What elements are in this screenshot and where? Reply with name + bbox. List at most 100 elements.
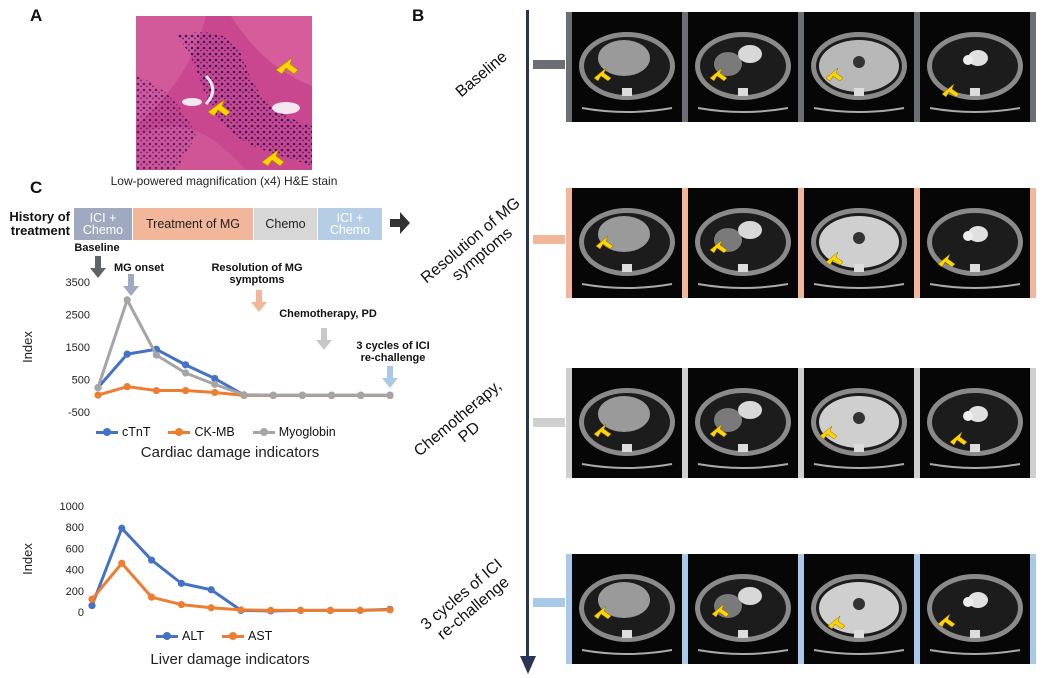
legend-ckmb-label: CK-MB [194, 425, 235, 439]
cardiac-data-point-myoglobin [152, 351, 160, 359]
liver-data-point-alt [207, 586, 215, 594]
timeline-continue-arrow-icon [390, 212, 410, 234]
legend-ckmb-marker [168, 427, 191, 437]
cardiac-data-point-myoglobin [123, 296, 131, 304]
history-of-treatment-label: History of treatment [9, 209, 70, 238]
cardiac-data-point-ck-mb [182, 386, 190, 395]
legend-alt-marker [156, 631, 178, 641]
ct-timeline-arrow [520, 10, 536, 674]
ct-scan-image [920, 368, 1030, 478]
liver-data-point-ast [88, 595, 96, 603]
legend-myoglobin-label: Myoglobin [278, 425, 336, 439]
ct-scan-image [688, 188, 798, 298]
timeline-segment-ici-chemo-2: ICI + Chemo [318, 208, 382, 240]
liver-data-point-ast [207, 604, 215, 612]
legend-ast: AST [222, 629, 272, 643]
ct-scan-image [920, 554, 1030, 664]
cardiac-y-tick-label: 500 [72, 375, 90, 387]
cardiac-data-point-myoglobin [357, 391, 365, 399]
liver-data-point-ast [297, 606, 305, 615]
pointer-arrow-icon [711, 603, 730, 618]
cardiac-data-point-ck-mb [152, 386, 160, 395]
legend-ctnt-marker [96, 427, 118, 437]
event-resolution-arrow-icon [251, 290, 267, 312]
event-mg-onset: MG onset [113, 262, 165, 274]
ct-scan-image [920, 12, 1030, 122]
cardiac-y-tick-label: 1500 [66, 342, 90, 354]
liver-data-point-ast [326, 606, 334, 615]
ct-scan-image [688, 12, 798, 122]
cardiac-data-point-myoglobin [94, 384, 102, 392]
pointer-arrow-icon [825, 251, 844, 266]
event-ici-rechallenge-arrow-icon [382, 366, 398, 388]
event-chemotherapy-arrow-icon [316, 328, 332, 350]
liver-data-point-alt [118, 524, 126, 532]
pointer-arrow-icon [937, 613, 956, 628]
liver-data-point-ast [177, 600, 185, 609]
ct-scan-image [804, 554, 914, 664]
cardiac-series-line-myoglobin [96, 298, 390, 397]
cardiac-data-point-ctnt [123, 350, 131, 358]
liver-y-tick-label: 400 [66, 565, 84, 577]
pointer-arrow-icon [207, 57, 299, 167]
event-mg-onset-arrow-icon [123, 274, 139, 296]
cardiac-data-point-myoglobin [211, 380, 219, 388]
ct-strip-2 [566, 188, 1036, 298]
event-resolution-mg: Resolution of MG symptoms [211, 262, 303, 286]
liver-y-tick-label: 0 [78, 607, 84, 619]
legend-ast-label: AST [248, 629, 273, 643]
liver-data-point-ast [386, 606, 394, 614]
cardiac-y-tick-label: -500 [68, 407, 90, 419]
liver-series-line-ast [90, 561, 391, 612]
liver-y-tick-label: 600 [66, 543, 84, 555]
panel-c-letter: C [30, 178, 43, 197]
liver-chart-title: Liver damage indicators [150, 651, 310, 668]
ct-strip-3 [566, 368, 1036, 478]
cardiac-y-tick-label: 2500 [66, 310, 90, 322]
liver-series-line-alt [90, 526, 391, 613]
legend-alt: ALT [156, 629, 204, 643]
event-ici-rechallenge: 3 cycles of ICI re-challenge [356, 340, 430, 364]
pointer-arrow-icon [941, 83, 960, 98]
cardiac-data-point-myoglobin [298, 391, 306, 399]
liver-y-tick-label: 1000 [60, 501, 84, 513]
cardiac-data-point-ck-mb [123, 383, 131, 391]
liver-data-point-ast [118, 559, 126, 567]
pointer-arrow-icon [709, 67, 728, 82]
pointer-arrow-icon [593, 423, 612, 438]
liver-legend: ALT AST [156, 629, 272, 643]
pointer-arrow-icon [593, 605, 612, 620]
connector-chemotherapy [533, 418, 565, 427]
event-baseline: Baseline [74, 242, 120, 254]
liver-y-tick-label: 800 [66, 522, 84, 534]
cardiac-data-point-myoglobin [269, 391, 277, 399]
ct-strip-1 [566, 12, 1036, 122]
panel-b-letter: B [412, 6, 425, 25]
pointer-arrow-icon [827, 615, 846, 630]
cardiac-legend: cTnT CK-MB Myoglobin [96, 425, 336, 439]
stage-label-chemotherapy: Chemotherapy, PD [410, 377, 505, 461]
liver-y-tick-label: 200 [66, 586, 84, 598]
ct-scan-image [920, 188, 1030, 298]
liver-data-point-alt [88, 602, 96, 610]
pointer-arrow-icon [709, 423, 728, 438]
cardiac-chart-title: Cardiac damage indicators [140, 444, 320, 461]
legend-ast-marker [222, 631, 244, 641]
liver-data-point-ast [267, 606, 275, 615]
cardiac-data-point-myoglobin [386, 391, 394, 399]
pointer-arrow-icon [949, 431, 968, 446]
event-chemotherapy-pd: Chemotherapy, PD [279, 308, 377, 320]
liver-data-point-ast [356, 606, 364, 615]
connector-resolution [533, 235, 565, 244]
pointer-arrow-icon [937, 253, 956, 268]
legend-alt-label: ALT [182, 629, 204, 643]
event-baseline-arrow-icon [90, 256, 106, 278]
cardiac-data-point-ck-mb [211, 388, 219, 397]
ct-scan-image [572, 368, 682, 478]
pointer-arrow-icon [593, 67, 612, 82]
timeline-segment-treatment-mg: Treatment of MG [133, 208, 253, 240]
cardiac-data-point-myoglobin [240, 391, 248, 399]
ct-scan-image [572, 554, 682, 664]
